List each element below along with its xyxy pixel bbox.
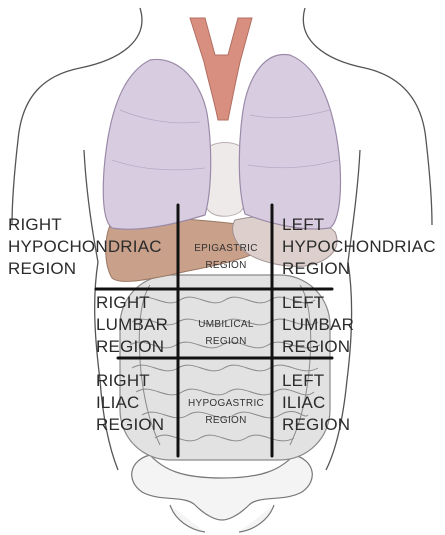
hypogastric-label: HYPOGASTRIC REGION <box>180 395 272 429</box>
left-lumbar-label: LEFT LUMBAR REGION <box>282 292 354 358</box>
epigastric-label: EPIGASTRIC REGION <box>180 240 272 274</box>
right-lumbar-label: RIGHT LUMBAR REGION <box>96 292 168 358</box>
right-lung <box>103 59 210 229</box>
right-hypochondriac-label: RIGHT HYPOCHONDRIAC REGION <box>8 214 162 280</box>
left-iliac-label: LEFT ILIAC REGION <box>282 370 350 436</box>
left-hypochondriac-label: LEFT HYPOCHONDRIAC REGION <box>282 214 436 280</box>
left-lung <box>239 54 340 229</box>
umbilical-label: UMBILICAL REGION <box>180 316 272 350</box>
right-iliac-label: RIGHT ILIAC REGION <box>96 370 164 436</box>
pelvis <box>132 455 313 532</box>
